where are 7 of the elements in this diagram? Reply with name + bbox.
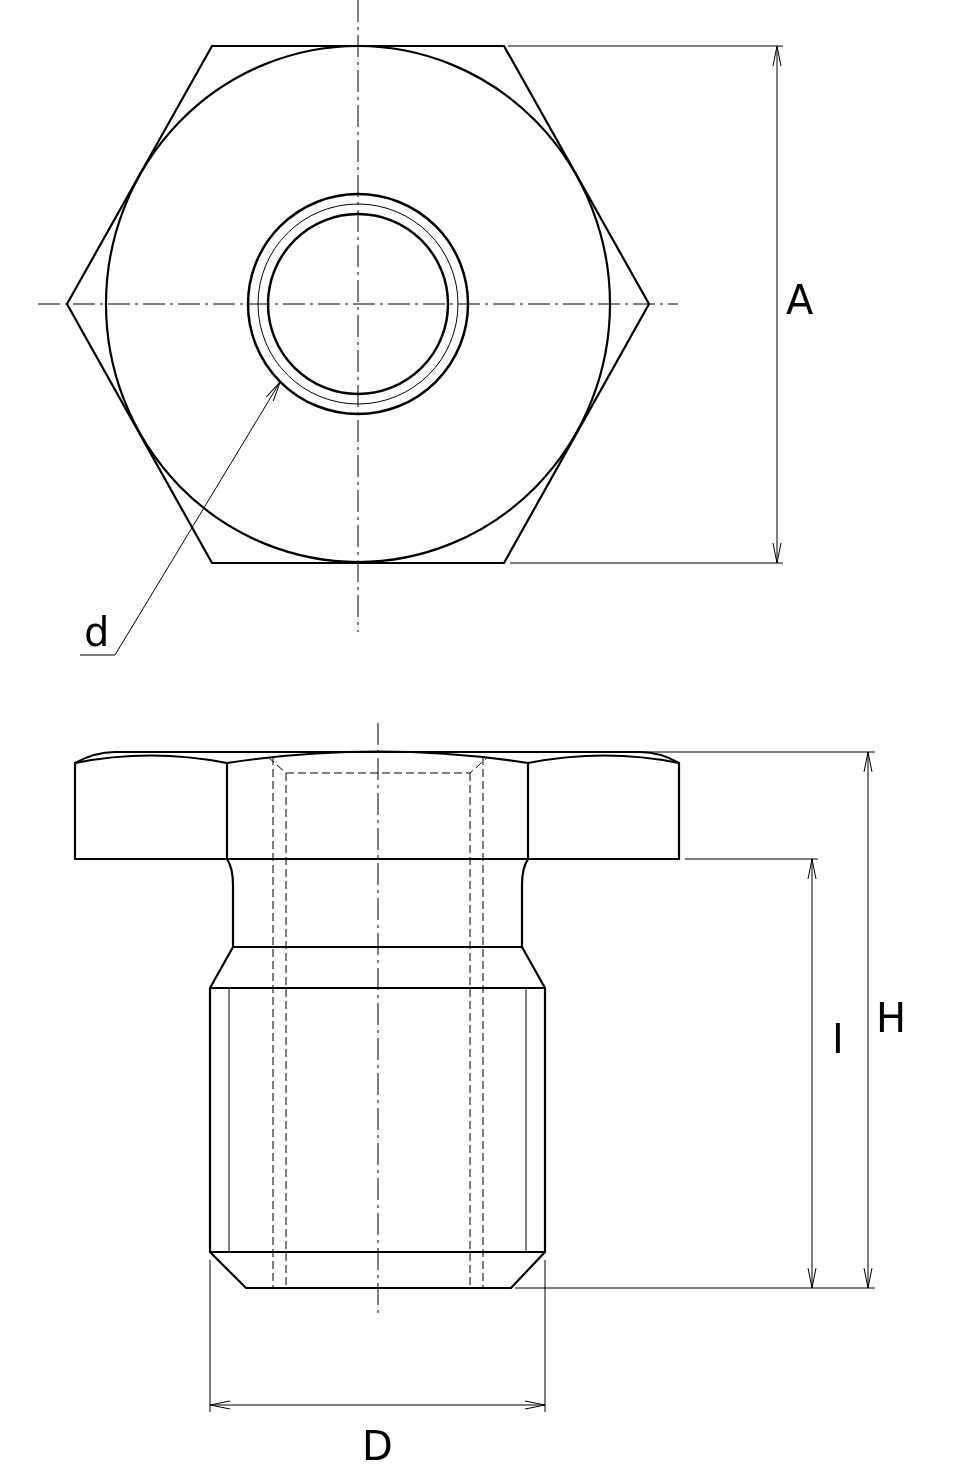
callout-label: d bbox=[84, 610, 110, 654]
thread-circle bbox=[246, 192, 470, 416]
leader-line bbox=[79, 381, 281, 656]
dimension-label: I bbox=[832, 1017, 844, 1061]
dimension-label: D bbox=[362, 1424, 393, 1468]
dimension-label: H bbox=[876, 996, 907, 1040]
dimension-label: A bbox=[786, 278, 814, 322]
